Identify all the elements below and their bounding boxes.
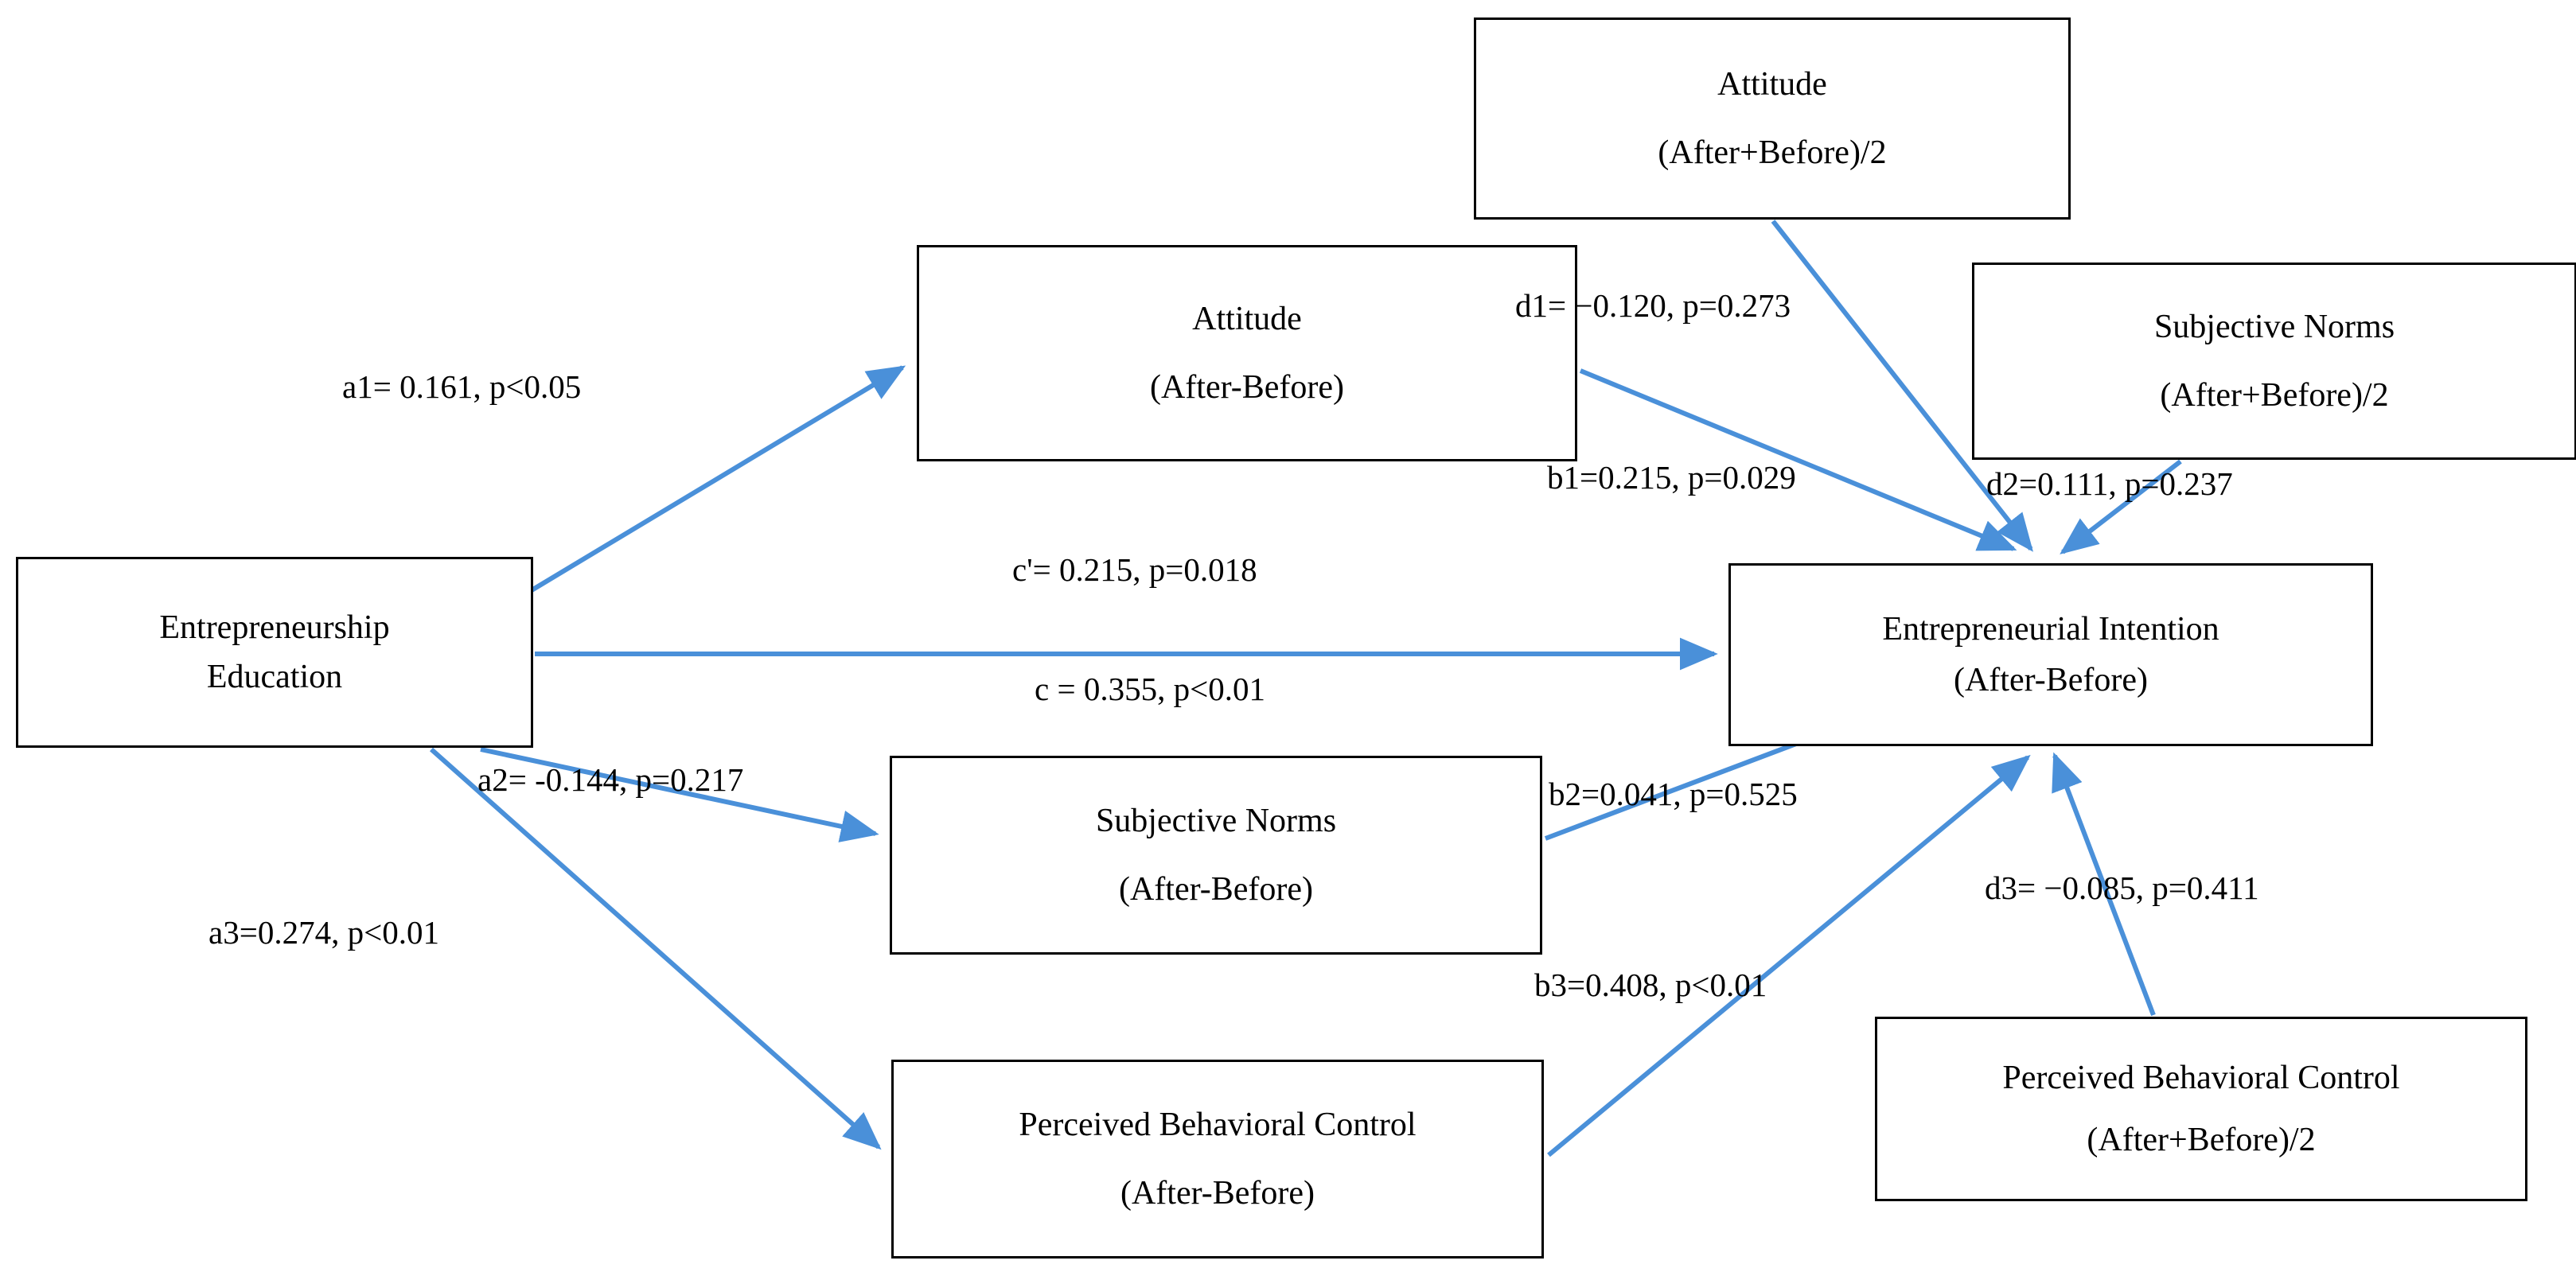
- edge-label-a2: a2= -0.144, p=0.217: [477, 761, 744, 798]
- edge-a1: [530, 365, 906, 593]
- node-attitude-diff-line1: Attitude: [1192, 300, 1302, 337]
- edge-label-b1: b1=0.215, p=0.029: [1547, 459, 1796, 496]
- edge-label-b3: b3=0.408, p<0.01: [1534, 967, 1767, 1003]
- node-attitude-mean-line2: (After+Before)/2: [1658, 134, 1887, 171]
- node-pbc-mean-line1: Perceived Behavioral Control: [2002, 1059, 2400, 1096]
- edge-label-a3: a3=0.274, p<0.01: [208, 914, 439, 951]
- edge-label-d2: d2=0.111, p=0.237: [1986, 465, 2233, 502]
- node-entrepreneurial-intention[interactable]: Entrepreneurial Intention (After-Before): [1728, 563, 2373, 746]
- node-entrepreneurial-intention-line2: (After-Before): [1953, 662, 2148, 698]
- node-subjective-norms-diff[interactable]: Subjective Norms (After-Before): [890, 756, 1542, 955]
- node-pbc-diff[interactable]: Perceived Behavioral Control (After-Befo…: [891, 1060, 1544, 1258]
- node-entrepreneurship-education-line1: Entrepreneurship: [159, 609, 390, 646]
- node-entrepreneurship-education-line2: Education: [206, 659, 343, 695]
- node-attitude-mean[interactable]: Attitude (After+Before)/2: [1474, 18, 2071, 220]
- node-subjective-norms-diff-line1: Subjective Norms: [1095, 802, 1337, 839]
- node-pbc-mean-line2: (After+Before)/2: [2087, 1122, 2316, 1158]
- edge-label-d3: d3= −0.085, p=0.411: [1985, 869, 2259, 906]
- node-subjective-norms-mean-line1: Subjective Norms: [2153, 308, 2395, 345]
- node-pbc-diff-line1: Perceived Behavioral Control: [1019, 1106, 1417, 1143]
- edge-label-b2: b2=0.041, p=0.525: [1549, 776, 1798, 812]
- node-subjective-norms-diff-line2: (After-Before): [1118, 871, 1313, 908]
- node-subjective-norms-mean[interactable]: Subjective Norms (After+Before)/2: [1972, 263, 2576, 460]
- node-attitude-mean-line1: Attitude: [1717, 65, 1827, 103]
- edge-a3: [430, 747, 882, 1150]
- node-attitude-diff[interactable]: Attitude (After-Before): [917, 245, 1577, 461]
- edge-label-a1: a1= 0.161, p<0.05: [342, 368, 582, 405]
- edge-label-c-prime: c'= 0.215, p=0.018: [1012, 551, 1257, 588]
- node-pbc-mean[interactable]: Perceived Behavioral Control (After+Befo…: [1875, 1017, 2527, 1201]
- node-attitude-diff-line2: (After-Before): [1149, 369, 1344, 406]
- node-entrepreneurship-education[interactable]: Entrepreneurship Education: [16, 557, 533, 748]
- node-pbc-diff-line2: (After-Before): [1120, 1175, 1315, 1212]
- edge-label-c: c = 0.355, p<0.01: [1035, 671, 1265, 707]
- node-subjective-norms-mean-line2: (After+Before)/2: [2160, 377, 2389, 414]
- node-entrepreneurial-intention-line1: Entrepreneurial Intention: [1882, 610, 2219, 648]
- edge-label-d1: d1= −0.120, p=0.273: [1515, 287, 1791, 324]
